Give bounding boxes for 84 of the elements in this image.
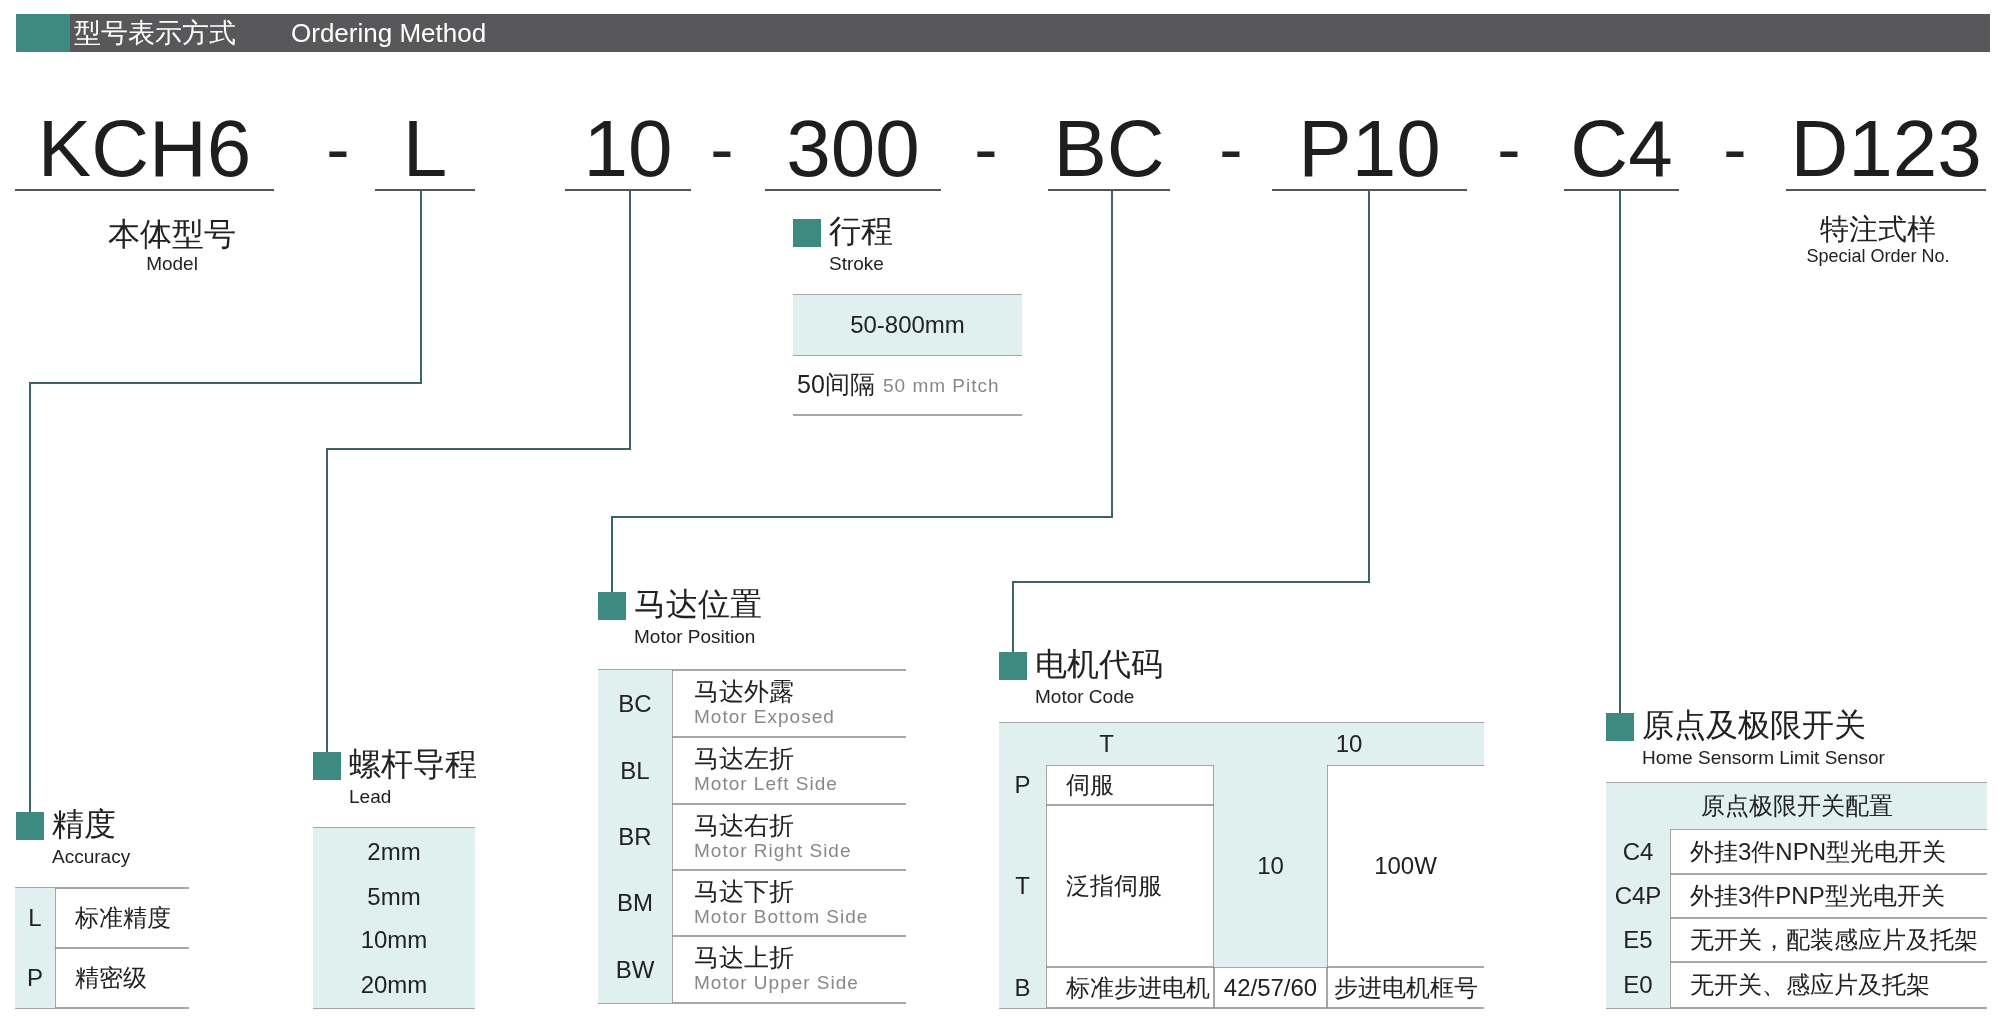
table-cell: E5 [1606, 918, 1670, 962]
cell-subtext: Motor Right Side [694, 840, 852, 862]
section-heading: 精度 [52, 805, 116, 844]
separator-dash: - [1722, 109, 1748, 189]
separator-dash: - [709, 109, 735, 189]
cell-text: 马达右折 [694, 810, 794, 840]
table-cell: 10mm [313, 918, 475, 962]
cell-text: 伺服 [1066, 770, 1114, 800]
cell-text: 标准步进电机 [1066, 972, 1210, 1003]
table-cell: 50-800mm [793, 295, 1022, 355]
code-segment: C4 [1564, 109, 1679, 191]
section-subheading: Motor Position [634, 626, 756, 648]
cell-text: 外挂3件PNP型光电开关 [1690, 881, 1945, 911]
cell-text: 泛指伺服 [1066, 871, 1162, 901]
section-subheading: Motor Code [1035, 686, 1135, 708]
cell-text: 无开关，配装感应片及托架 [1690, 925, 1978, 955]
table-cell: B [999, 967, 1046, 1008]
table-cell: BL [598, 737, 672, 804]
section-heading: 马达位置 [634, 585, 762, 624]
cell-subtext: Motor Left Side [694, 773, 838, 795]
separator-dash: - [325, 109, 351, 189]
section-subheading: Accuracy [52, 846, 131, 868]
code-segment: 10 [565, 109, 691, 191]
table-cell: P [15, 948, 55, 1008]
cell-text: 精密级 [75, 963, 147, 993]
cell-text: 马达外露 [694, 676, 794, 706]
cell-text: 马达下折 [694, 876, 794, 906]
cell-text: 马达上折 [694, 942, 794, 972]
leader-line [1619, 189, 1621, 714]
code-segment: P10 [1272, 109, 1467, 191]
table-cell: BC [598, 670, 672, 737]
table-cell: C4 [1606, 829, 1670, 874]
table-cell: L [15, 888, 55, 948]
section-heading: 行程 [829, 212, 893, 251]
leader-line [611, 189, 1113, 593]
caption-text: 本体型号 [107, 215, 237, 254]
code-segment: BC [1048, 109, 1170, 191]
table-cell: P [999, 765, 1046, 805]
cell-text: 无开关、感应片及托架 [1690, 970, 1930, 1000]
section-subheading: Stroke [829, 253, 884, 275]
cell-text: 42/57/60 [1222, 972, 1319, 1003]
section-subheading: Home Sensorm Limit Sensor [1642, 747, 1885, 769]
table-cell: BW [598, 936, 672, 1003]
table-cell: 10 [1214, 723, 1484, 765]
cell-subtext: Motor Bottom Side [694, 906, 869, 928]
cell-text: 步进电机框号 [1332, 972, 1479, 1003]
leader-line [1012, 189, 1370, 653]
cell-text: 标准精度 [75, 903, 171, 933]
caption-text: 特注式样 [1819, 212, 1937, 247]
table-cell: E0 [1606, 962, 1670, 1008]
table-cell: 原点极限开关配置 [1606, 783, 1987, 829]
table-cell: BM [598, 870, 672, 936]
table-cell: T [999, 805, 1046, 967]
cell-text: 100W [1373, 851, 1438, 881]
section-subheading: Lead [349, 786, 392, 808]
table-cell: 2mm [313, 828, 475, 875]
cell-text: 外挂3件NPN型光电开关 [1690, 836, 1947, 867]
separator-dash: - [1218, 109, 1244, 189]
title-subtext: Ordering Method [291, 17, 487, 50]
cell-subtext: Motor Exposed [694, 706, 835, 728]
caption-subtext: Model [145, 253, 199, 275]
caption-subtext: Special Order No. [1805, 246, 1951, 267]
leader-line [326, 189, 631, 753]
table-cell: C4P [1606, 874, 1670, 918]
separator-dash: - [1496, 109, 1522, 189]
cell-text: 50间隔 [797, 369, 875, 399]
table-cell: BR [598, 804, 672, 870]
leader-line [29, 189, 422, 813]
table-cell: 20mm [313, 962, 475, 1008]
table-cell: 5mm [313, 875, 475, 918]
cell-subtext: 50 mm Pitch [883, 374, 1000, 398]
separator-dash: - [973, 109, 999, 189]
code-segment: KCH6 [15, 109, 274, 191]
cell-subtext: Motor Upper Side [694, 972, 859, 994]
code-segment: D123 [1786, 109, 1986, 191]
code-segment: L [375, 109, 475, 191]
section-heading: 原点及极限开关 [1642, 706, 1866, 745]
cell-text: 马达左折 [694, 743, 794, 773]
table-cell: 10 [1214, 765, 1327, 967]
section-heading: 电机代码 [1035, 645, 1163, 684]
section-heading: 螺杆导程 [349, 745, 477, 784]
code-segment: 300 [765, 109, 941, 191]
title: 型号表示方式 [74, 17, 236, 50]
table-cell: T [999, 723, 1214, 765]
